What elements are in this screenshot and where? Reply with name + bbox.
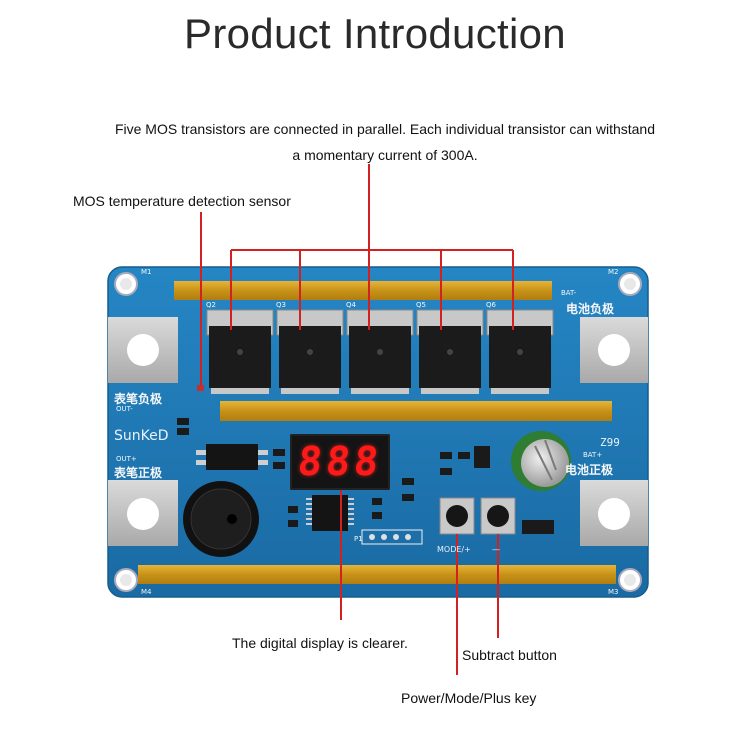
mosfet (206, 309, 274, 394)
gold-bar-bottom (138, 565, 616, 584)
silk-m1: M1 (141, 268, 152, 276)
minus-key-label: — (492, 545, 500, 554)
mos-caption-line2: a momentary current of 300A. (292, 147, 478, 163)
silk-q4: Q4 (346, 301, 356, 309)
silk-q3: Q3 (276, 301, 286, 309)
display-readout: 888 (295, 439, 385, 485)
mos-caption-line1: Five MOS transistors are connected in pa… (114, 121, 656, 137)
header-p1 (361, 529, 423, 545)
mode-plus-button (439, 497, 475, 535)
silk-bat-minus: BAT- (561, 289, 577, 297)
silk-q6: Q6 (486, 301, 496, 309)
mosfet (276, 309, 344, 394)
brand-label: SunKeD (114, 428, 169, 444)
subtract-button-caption: Subtract button (462, 647, 557, 663)
temperature-sensor (197, 385, 204, 391)
mosfet (416, 309, 484, 394)
silk-out-plus-cn: 表笔正极 (114, 466, 163, 480)
page-title: Product Introduction (184, 10, 566, 57)
mcu-chip (312, 495, 348, 531)
power-mode-plus-caption: Power/Mode/Plus key (401, 690, 537, 706)
silk-bat-minus-cn: 电池负极 (566, 302, 615, 316)
silk-out-minus-cn: 表笔负极 (114, 392, 163, 406)
mosfet (486, 309, 554, 394)
silk-q2: Q2 (206, 301, 216, 309)
seven-segment-display: 888 (290, 434, 390, 490)
silk-bat-plus-cn: 电池正极 (565, 463, 614, 477)
gold-bar-middle (220, 401, 612, 421)
leader-lines (200, 164, 514, 675)
silk-out-plus: OUT+ (116, 455, 137, 463)
silk-out-minus: OUT- (116, 405, 133, 413)
display-caption: The digital display is clearer. (232, 635, 408, 651)
mos-caption: Five MOS transistors are connected in pa… (60, 116, 710, 168)
minus-button (480, 497, 516, 535)
gold-bar-top (174, 281, 552, 300)
silk-m4: M4 (141, 588, 152, 596)
terminal-pads (108, 317, 648, 546)
silk-m3: M3 (608, 588, 619, 596)
mosfet (346, 309, 414, 394)
silk-bat-plus: BAT+ (583, 451, 603, 459)
ic-chip (206, 444, 258, 470)
sensor-caption: MOS temperature detection sensor (73, 193, 291, 209)
model-label: Z99 (600, 436, 620, 449)
buzzer (183, 481, 259, 557)
silk-m2: M2 (608, 268, 619, 276)
mounting-holes (114, 272, 642, 592)
mode-plus-key-label: MODE/+ (437, 545, 471, 554)
electrolytic-capacitor (511, 431, 571, 491)
smd-components (177, 418, 554, 534)
mosfet-row (206, 309, 554, 394)
silk-q5: Q5 (416, 301, 426, 309)
silk-p1: P1 (354, 535, 363, 543)
